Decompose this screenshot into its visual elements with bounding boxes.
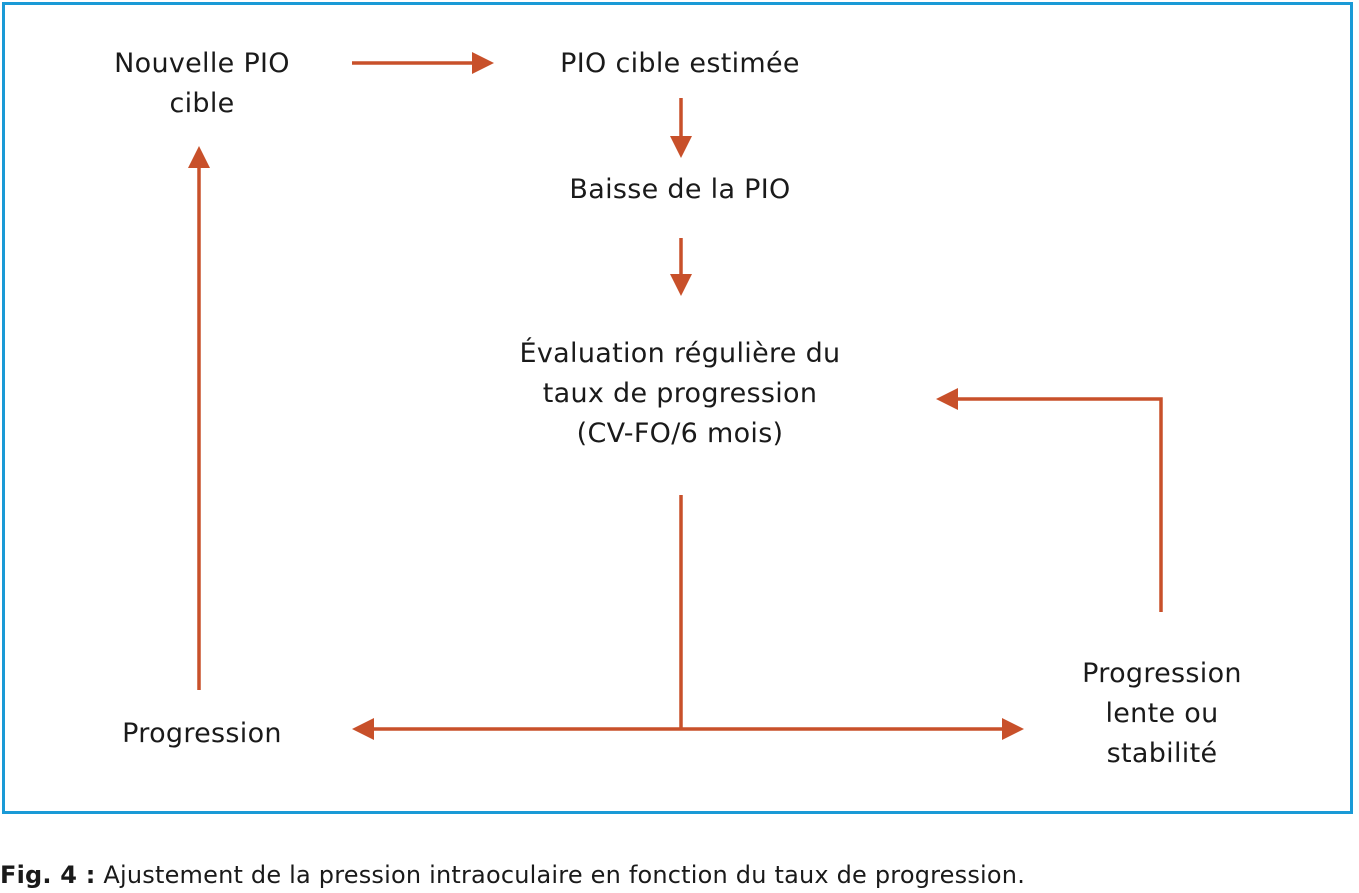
node-evaluation-progression: Évaluation régulière du taux de progress… — [519, 338, 841, 449]
node-progression-lente: Progression lente ou stabilité — [1082, 658, 1242, 769]
node-nouvelle-pio-cible: Nouvelle PIO cible — [114, 48, 290, 119]
figure-caption: Fig. 4 : Ajustement de la pression intra… — [0, 857, 1025, 893]
arrowhead-cible — [472, 52, 494, 74]
node-baisse-pio: Baisse de la PIO — [569, 174, 791, 205]
caption-label: Fig. 4 : — [0, 861, 96, 889]
node-progression: Progression — [122, 718, 282, 749]
arrowhead-eval — [670, 274, 692, 296]
node-pio-cible-estimee: PIO cible estimée — [560, 48, 800, 79]
arrowhead-eval-return — [936, 388, 958, 410]
arrowhead-nouvelle — [188, 146, 210, 168]
arrowhead-progression — [352, 718, 374, 740]
diagram-frame — [2, 2, 1353, 814]
arrowhead-progression-lente — [1002, 718, 1024, 740]
caption-text: Ajustement de la pression intraoculaire … — [95, 861, 1026, 889]
arrow-lente-to-eval — [958, 397, 1163, 612]
arrowhead-baisse — [670, 136, 692, 158]
